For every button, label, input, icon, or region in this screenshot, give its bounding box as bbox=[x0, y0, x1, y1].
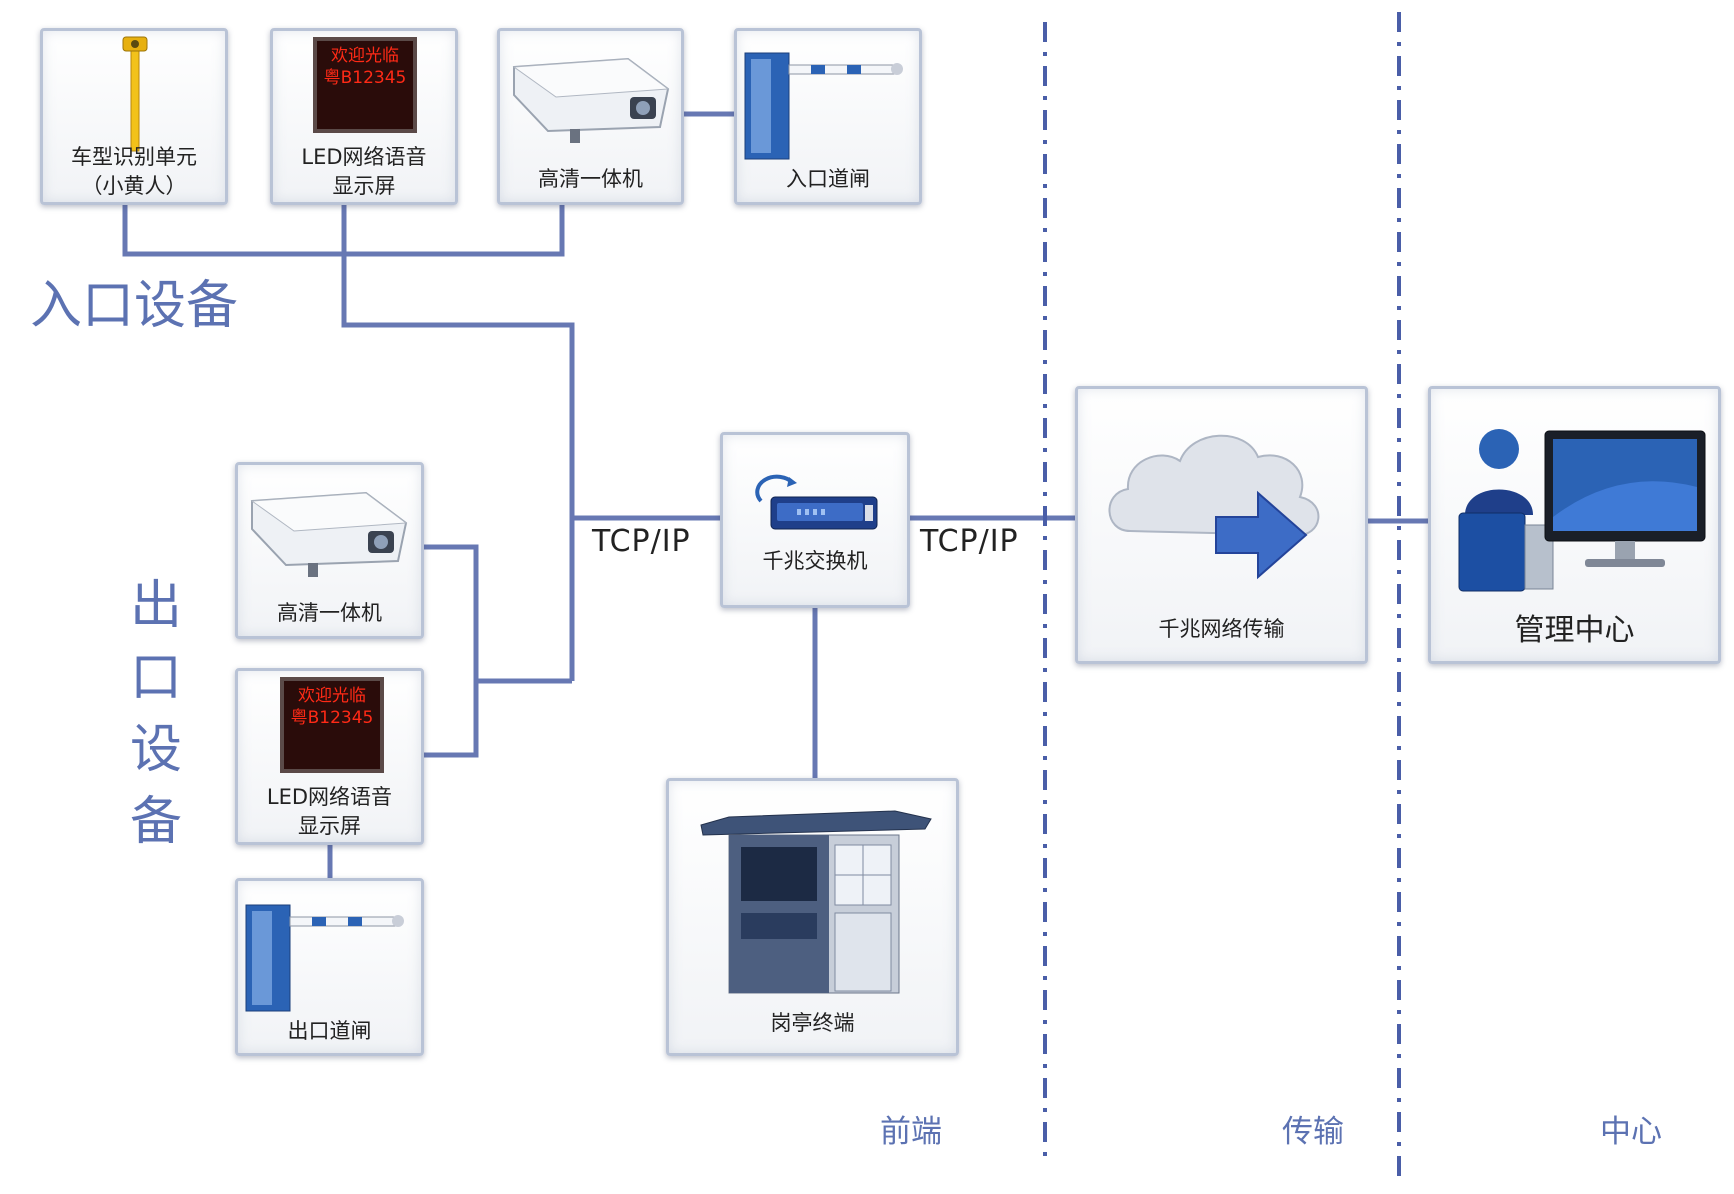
network-label: 千兆网络传输 bbox=[1158, 617, 1285, 641]
entry-led-box: 欢迎光临 粤B12345 LED网络语音 显示屏 bbox=[270, 28, 458, 205]
switch-label: 千兆交换机 bbox=[762, 549, 868, 573]
exit-led-line2: 粤B12345 bbox=[291, 708, 374, 728]
entry-gate-label: 入口道闸 bbox=[786, 167, 870, 191]
led-display-icon: 欢迎光临 粤B12345 bbox=[280, 677, 384, 773]
computer-operator-icon bbox=[1458, 429, 1706, 592]
booth-box: 岗亭终端 bbox=[666, 778, 959, 1056]
entry-camera-box: 高清一体机 bbox=[497, 28, 684, 205]
exit-devices-title: 出 口 设 备 bbox=[129, 576, 182, 852]
exit-led-line1: 欢迎光临 bbox=[298, 686, 366, 706]
center-box: 管理中心 bbox=[1428, 386, 1721, 664]
zone-transport-label: 传输 bbox=[1282, 1114, 1344, 1150]
network-box: 千兆网络传输 bbox=[1075, 386, 1368, 664]
tcpip-right-label: TCP/IP bbox=[920, 524, 1019, 559]
vehicle-id-unit-label: 车型识别单元 （小黄人） bbox=[71, 145, 197, 198]
entry-camera-label: 高清一体机 bbox=[538, 167, 643, 191]
exit-led-label: LED网络语音 显示屏 bbox=[266, 785, 393, 838]
entry-trunk-line bbox=[341, 254, 575, 681]
exit-camera-link bbox=[422, 544, 479, 758]
cloud-network-icon bbox=[1108, 434, 1320, 580]
entry-led-label: LED网络语音 显示屏 bbox=[301, 145, 427, 198]
center-label: 管理中心 bbox=[1514, 613, 1635, 648]
exit-led-box: 欢迎光临 粤B12345 LED网络语音 显示屏 bbox=[235, 668, 424, 845]
network-switch-icon bbox=[755, 474, 878, 530]
booth-label: 岗亭终端 bbox=[770, 1011, 855, 1035]
entry-led-line2: 粤B12345 bbox=[324, 68, 407, 88]
switch-box: 千兆交换机 bbox=[720, 432, 910, 608]
zone-center-label: 中心 bbox=[1600, 1114, 1662, 1150]
tcpip-left-label: TCP/IP bbox=[592, 524, 691, 559]
exit-camera-label: 高清一体机 bbox=[277, 601, 382, 625]
camera-icon bbox=[250, 491, 408, 577]
led-display-icon: 欢迎光临 粤B12345 bbox=[313, 37, 417, 133]
exit-gate-label: 出口道闸 bbox=[287, 1019, 372, 1043]
zone-front-label: 前端 bbox=[880, 1114, 942, 1150]
vehicle-id-unit-box: 车型识别单元 （小黄人） bbox=[40, 28, 228, 205]
entry-gate-box: 入口道闸 bbox=[734, 28, 922, 205]
entry-led-line1: 欢迎光临 bbox=[331, 46, 399, 66]
barrier-gate-icon bbox=[744, 52, 903, 160]
camera-icon bbox=[512, 57, 670, 143]
barrier-gate-icon bbox=[245, 904, 404, 1012]
entry-devices-title: 入口设备 bbox=[30, 276, 239, 336]
exit-gate-box: 出口道闸 bbox=[235, 878, 424, 1056]
exit-camera-box: 高清一体机 bbox=[235, 462, 424, 639]
yellow-pole-icon bbox=[122, 36, 148, 152]
guard-booth-icon bbox=[700, 810, 932, 994]
